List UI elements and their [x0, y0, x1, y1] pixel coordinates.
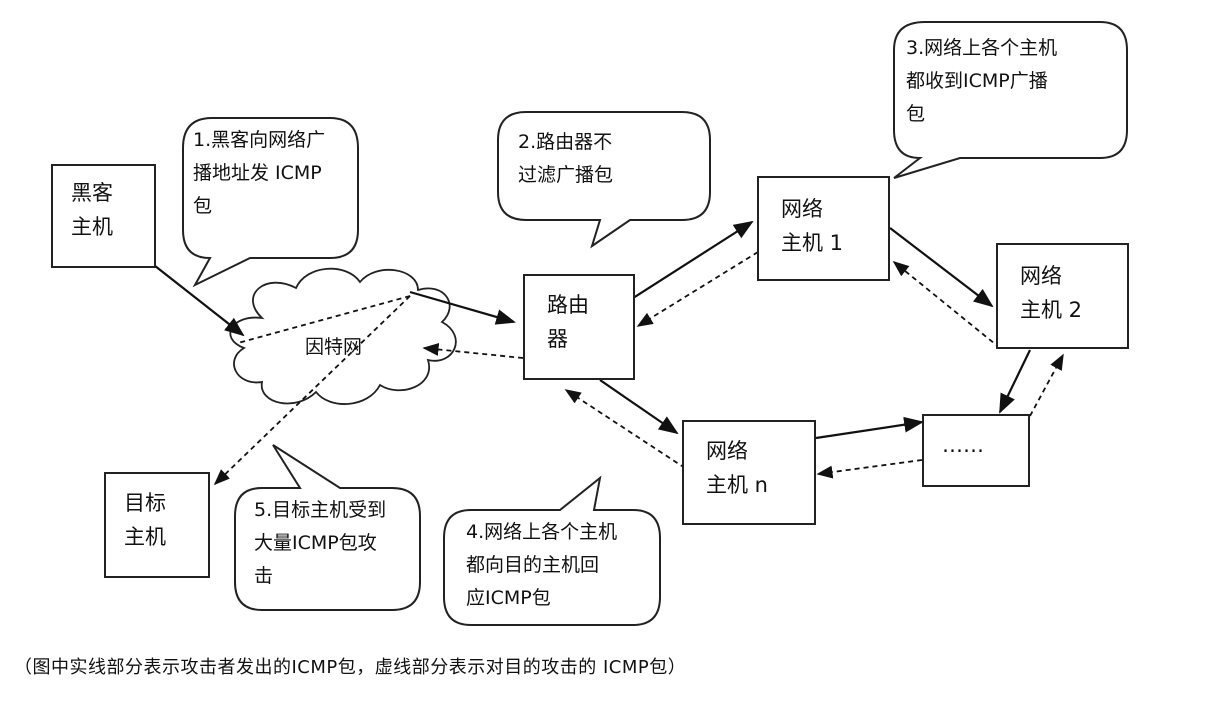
dashed-host2-to-host1: [892, 260, 1001, 349]
target-host-node: 目标 主机: [104, 472, 210, 578]
arrow-router-to-host1: [629, 220, 754, 301]
callout-4-line2: 都向目的主机回: [466, 554, 600, 576]
ellipsis-node: ……: [922, 414, 1030, 487]
hostn-line2: 主机 n: [706, 473, 768, 497]
callout-2-line1: 2.路由器不: [518, 131, 613, 153]
callout-2-line2: 过滤广播包: [518, 164, 614, 186]
dashed-host1-to-router: [636, 251, 759, 327]
target-host-line2: 主机: [124, 525, 166, 549]
host2-node: 网络 主机 2: [996, 243, 1129, 349]
callout-1-text: 1.黑客向网络广 播地址发 ICMP 包: [193, 124, 325, 223]
callout-1-line2: 播地址发 ICMP: [193, 162, 322, 184]
arrow-router-to-hostn: [599, 379, 679, 435]
callout-2-text: 2.路由器不 过滤广播包: [518, 126, 613, 192]
host1-line1: 网络: [781, 197, 823, 221]
arrow-hostn-to-ellipsis: [815, 416, 924, 440]
router-line2: 器: [547, 327, 568, 351]
callout-4-line3: 应ICMP包: [466, 587, 551, 609]
arrow-internet-to-router: [409, 290, 516, 325]
callout-3-line1: 3.网络上各个主机: [906, 37, 1058, 59]
dashed-internet-to-target: [213, 295, 411, 486]
router-node: 路由 器: [523, 274, 635, 380]
ellipsis-label: ……: [942, 433, 984, 457]
host1-node: 网络 主机 1: [757, 176, 890, 281]
internet-cloud: [229, 267, 457, 405]
host1-line2: 主机 1: [781, 231, 844, 255]
dashed-hostn-to-router: [564, 389, 686, 469]
callout-5-line1: 5.目标主机受到: [254, 499, 387, 521]
hacker-host-line1: 黑客: [71, 181, 113, 205]
dashed-router-to-internet: [422, 343, 524, 359]
hostn-line1: 网络: [706, 439, 748, 463]
callout-5-bubble: [234, 444, 421, 611]
target-host-line1: 目标: [124, 491, 166, 515]
callout-5-line2: 大量ICMP包攻: [254, 532, 377, 554]
callout-3-line3: 包: [906, 103, 926, 125]
hacker-host-node: 黑客 主机: [51, 164, 156, 268]
callout-3-text: 3.网络上各个主机 都收到ICMP广播 包: [906, 32, 1057, 131]
callout-5-line3: 击: [254, 565, 274, 587]
hacker-host-line2: 主机: [71, 215, 113, 239]
arrow-hacker-to-internet: [149, 261, 245, 337]
router-line1: 路由: [547, 293, 589, 317]
arrow-host1-to-host2: [889, 227, 994, 308]
callout-3-bubble: [893, 21, 1128, 179]
dashed-ellipsis-to-host2: [1029, 353, 1064, 417]
dashed-internet-line: [237, 295, 411, 344]
callout-4-text: 4.网络上各个主机 都向目的主机回 应ICMP包: [466, 516, 617, 615]
callout-5-text: 5.目标主机受到 大量ICMP包攻 击: [254, 494, 386, 593]
callout-4-bubble: [443, 475, 661, 626]
callout-1-line1: 1.黑客向网络广: [193, 129, 326, 151]
host2-line1: 网络: [1020, 264, 1062, 288]
host2-line2: 主机 2: [1020, 298, 1083, 322]
callout-2-bubble: [497, 111, 711, 249]
hostn-node: 网络 主机 n: [682, 420, 816, 525]
diagram-caption: （图中实线部分表示攻击者发出的ICMP包，虚线部分表示对目的攻击的 ICMP包）: [14, 657, 687, 678]
callout-3-line2: 都收到ICMP广播: [906, 70, 1048, 92]
callout-1-bubble: [182, 117, 359, 288]
callout-4-line1: 4.网络上各个主机: [466, 521, 618, 543]
arrow-host2-to-ellipsis: [999, 349, 1031, 414]
internet-label: 因特网: [305, 336, 363, 358]
callout-1-line3: 包: [193, 195, 213, 217]
dashed-ellipsis-to-hostn: [816, 459, 923, 479]
